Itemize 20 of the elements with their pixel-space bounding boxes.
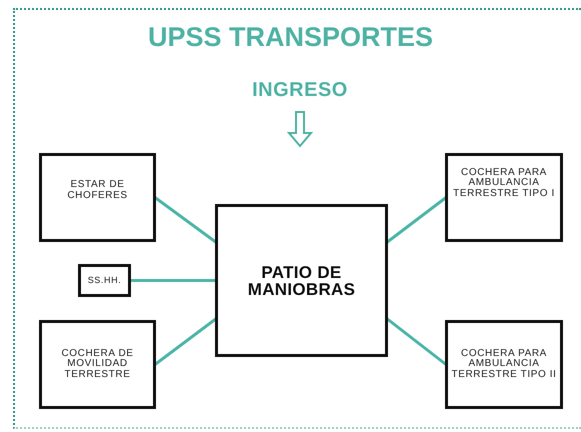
room-box xyxy=(39,153,156,242)
entry-text: INGRESO xyxy=(252,80,348,100)
room-box xyxy=(445,153,563,242)
diagram-title: UPSS TRANSPORTES xyxy=(146,22,434,53)
room-box xyxy=(445,320,563,409)
connector-line xyxy=(386,196,447,244)
box-label: COCHERA PARA AMBULANCIA TERRESTRE TIPO II xyxy=(450,348,558,380)
box-label: SS.HH. xyxy=(88,276,122,286)
box-label: ESTAR DE CHOFERES xyxy=(66,180,129,201)
connector-line xyxy=(386,318,447,366)
entry-arrow xyxy=(286,111,314,148)
connector-line xyxy=(154,196,217,244)
box-label: COCHERA PARA AMBULANCIA TERRESTRE TIPO I xyxy=(452,168,556,200)
room-box xyxy=(39,320,156,409)
box-label: PATIO DE MANIOBRAS xyxy=(246,264,356,298)
connector-line xyxy=(154,318,217,366)
box-label: COCHERA DE MOVILIDAD TERRESTRE xyxy=(60,348,135,380)
central-area-box xyxy=(215,204,388,357)
room-box xyxy=(78,264,131,297)
connector-line xyxy=(130,279,216,282)
